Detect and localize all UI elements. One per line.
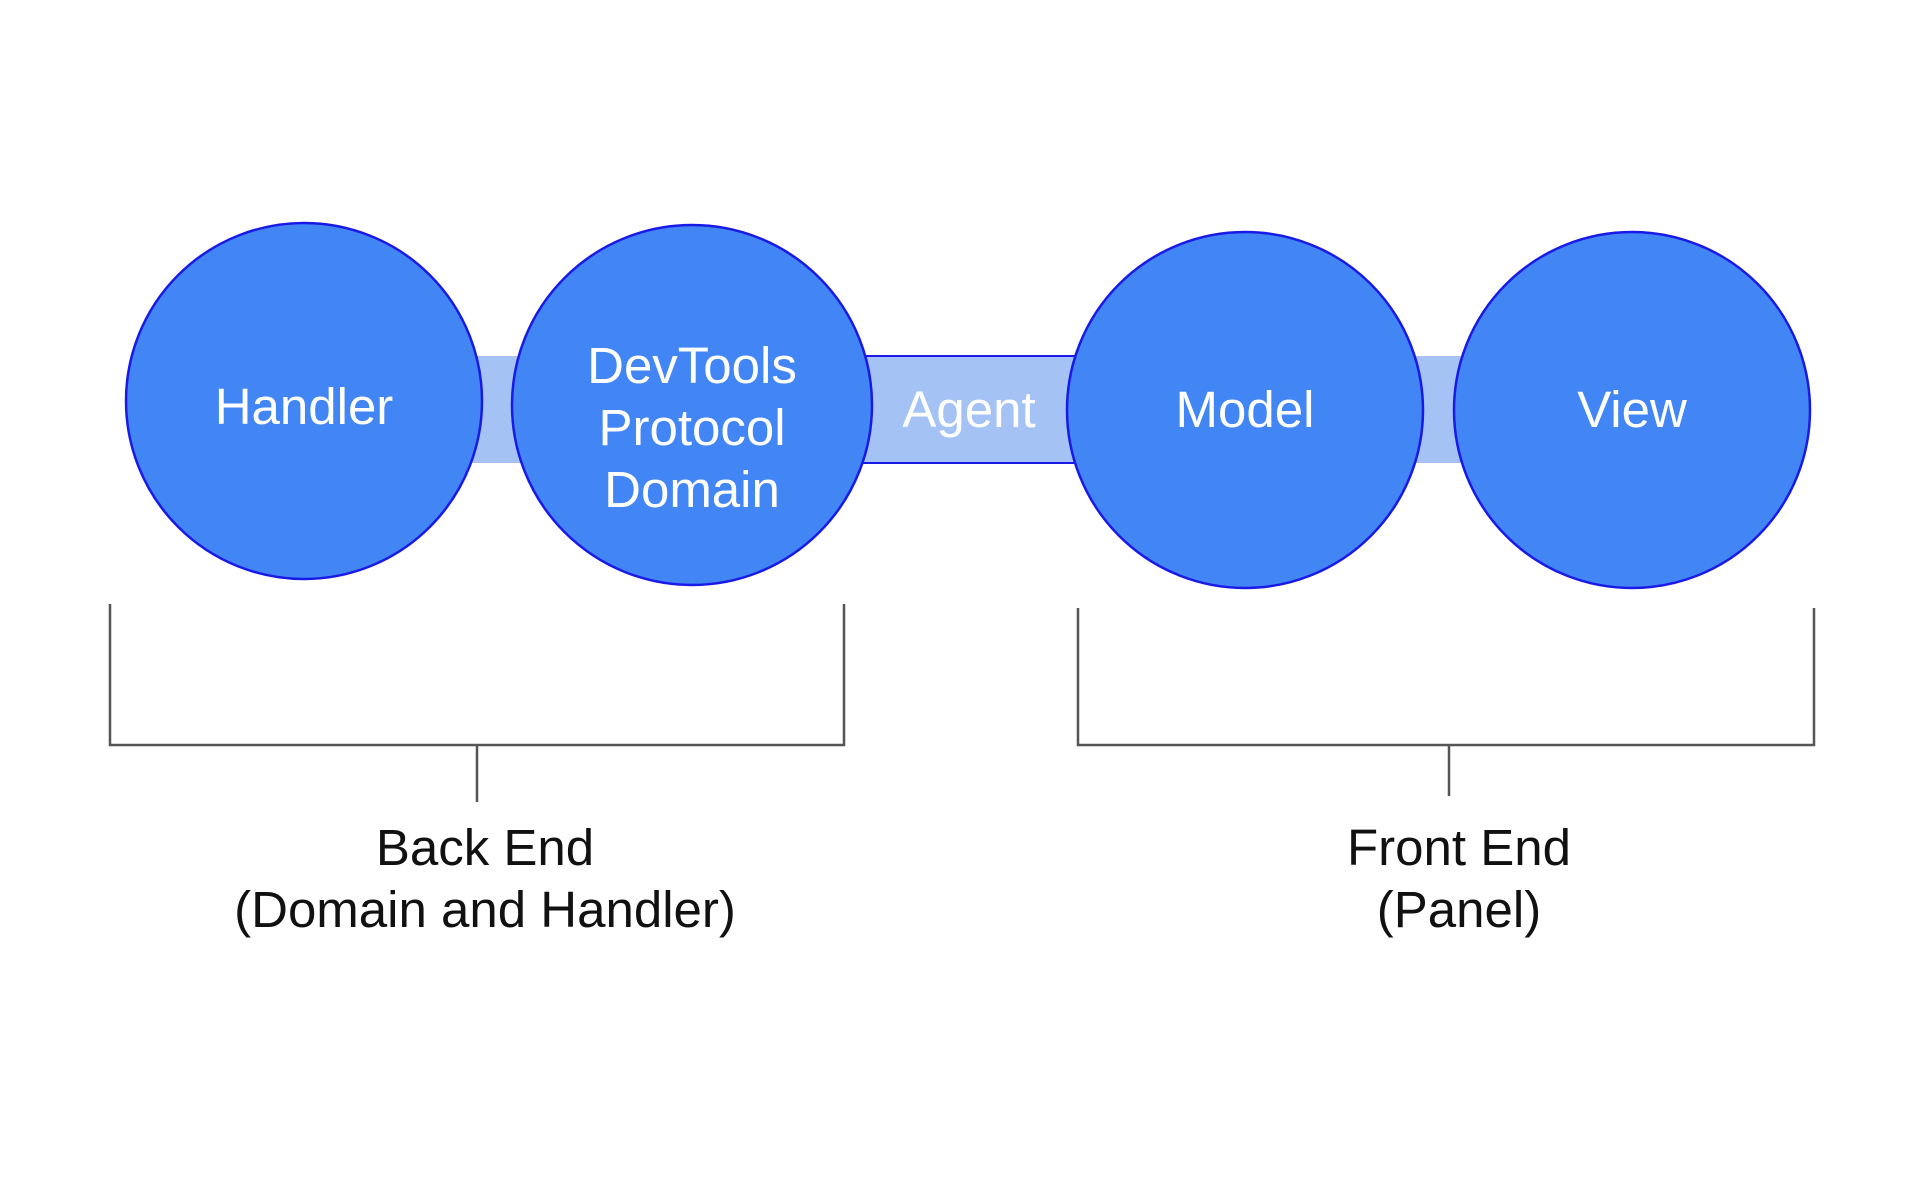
handler-circle <box>124 221 484 581</box>
protocol-domain-label-line-3: Domain <box>604 461 780 518</box>
back-end-label-line-1: Back End <box>376 819 594 876</box>
model-label: Model <box>1176 381 1315 438</box>
handler-label: Handler <box>215 378 394 435</box>
back-end-label-line-2: (Domain and Handler) <box>234 881 736 938</box>
agent-label: Agent <box>902 381 1035 438</box>
view-label: View <box>1577 381 1687 438</box>
protocol-domain-node: DevTools Protocol Domain <box>510 223 874 587</box>
front-end-label-line-2: (Panel) <box>1377 881 1541 938</box>
protocol-domain-label-line-2: Protocol <box>598 399 785 456</box>
view-circle <box>1452 230 1812 590</box>
protocol-domain-label-line-1: DevTools <box>587 337 797 394</box>
protocol-domain-circle <box>510 223 874 587</box>
front-end-label-line-1: Front End <box>1347 819 1571 876</box>
handler-node: Handler <box>124 221 484 581</box>
back-end-bracket <box>108 604 846 802</box>
view-node: View <box>1452 230 1812 590</box>
agent-connector <box>854 355 1086 464</box>
model-node: Model <box>1065 230 1425 590</box>
model-circle <box>1065 230 1425 590</box>
front-end-bracket <box>1076 608 1816 796</box>
front-end-bracket-line <box>1076 608 1816 747</box>
